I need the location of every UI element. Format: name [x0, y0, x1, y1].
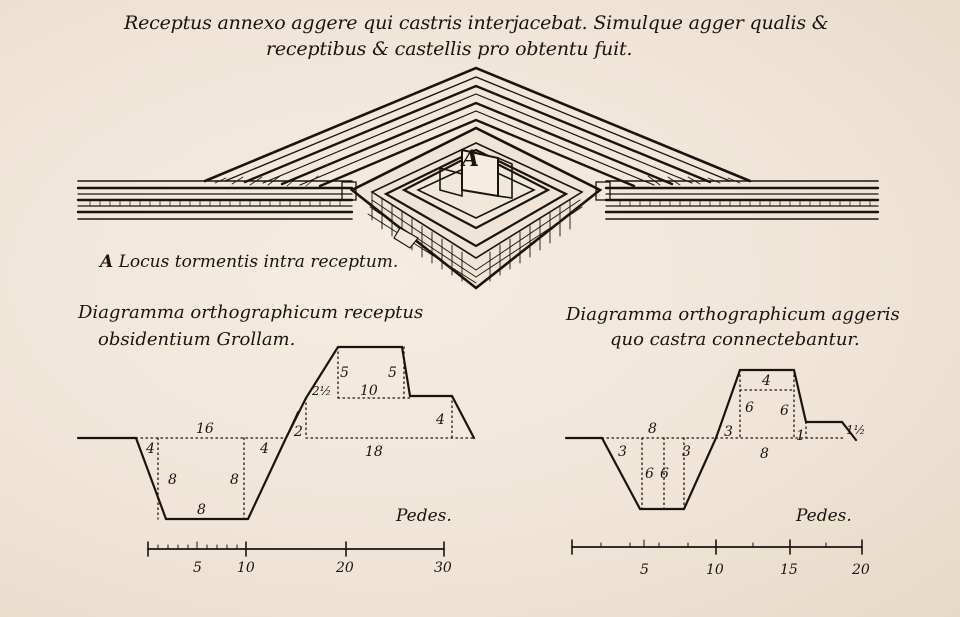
figure-legend: A Locus tormentis intra receptum.: [100, 254, 398, 271]
legend-letter: A: [100, 252, 114, 272]
right-scale-tick-20: 20: [851, 562, 870, 578]
left-label-5: 4: [259, 441, 269, 457]
left-diagram-title-line-1: Diagramma orthographicum receptus: [78, 302, 424, 323]
left-label-12: 4: [435, 412, 445, 428]
left-scale-tick-5: 5: [193, 560, 202, 576]
right-label-7: 6: [745, 400, 754, 416]
left-label-7: 18: [365, 444, 383, 460]
right-label-4: 6: [660, 466, 669, 482]
left-label-3: 8: [230, 472, 239, 488]
left-diagram-labels: 16 4 8 8 8 4 2 18 2½ 10 5 5 4: [145, 365, 445, 518]
left-label-9: 10: [360, 383, 378, 399]
right-label-5: 3: [724, 424, 733, 440]
right-diagram-title-line-2: quo castra connectebantur.: [610, 329, 860, 350]
right-label-11: 1½: [846, 423, 865, 437]
right-scale-label: Pedes.: [796, 506, 852, 526]
right-label-8: 6: [780, 403, 789, 419]
left-diagram-title-line-2: obsidentium Grollam.: [98, 329, 296, 350]
left-scale-label: Pedes.: [396, 506, 452, 526]
right-label-3: 6: [645, 466, 654, 482]
left-profile: [76, 345, 476, 521]
left-scale-tick-20: 20: [335, 560, 354, 576]
left-label-10: 5: [340, 365, 349, 381]
right-scale-numbers: 5 10 15 20: [640, 562, 870, 578]
right-label-9: 1: [796, 428, 805, 444]
right-scale-bar: [571, 539, 863, 555]
right-diagram-labels: 8 3 3 6 6 3 4 6 6 1 8 1½: [618, 373, 865, 482]
right-label-2: 3: [682, 444, 691, 460]
right-label-1: 3: [618, 444, 627, 460]
page-title-line-2: receptibus & castellis pro obtentu fuit.: [266, 38, 633, 60]
page-title-line-1: Receptus annexo aggere qui castris inter…: [124, 12, 829, 34]
legend-text: Locus tormentis intra receptum.: [118, 252, 399, 272]
left-label-2: 8: [168, 472, 177, 488]
left-label-0: 16: [196, 421, 214, 437]
right-label-6: 4: [761, 373, 771, 389]
right-rampart: [604, 180, 880, 220]
redoubt-outer-rampart: [203, 66, 752, 188]
left-label-8: 2½: [311, 384, 331, 398]
right-scale-tick-10: 10: [706, 562, 724, 578]
right-label-10: 8: [760, 446, 769, 462]
right-label-0: 8: [648, 421, 657, 437]
redoubt-square: [341, 126, 611, 290]
left-scale-numbers: 5 10 20 30: [193, 560, 452, 576]
left-scale-bar: [147, 541, 445, 557]
left-label-6: 2: [293, 424, 303, 440]
left-label-4: 8: [197, 502, 206, 518]
left-scale-tick-10: 10: [237, 560, 255, 576]
left-label-11: 5: [388, 365, 397, 381]
right-diagram-title-line-1: Diagramma orthographicum aggeris: [566, 304, 900, 325]
right-profile: [564, 368, 858, 511]
right-scale-tick-15: 15: [780, 562, 798, 578]
left-rampart: [76, 180, 354, 220]
left-scale-tick-30: 30: [434, 560, 452, 576]
marker-a-label: A: [460, 146, 479, 172]
right-scale-tick-5: 5: [640, 562, 649, 578]
left-label-1: 4: [145, 441, 155, 457]
